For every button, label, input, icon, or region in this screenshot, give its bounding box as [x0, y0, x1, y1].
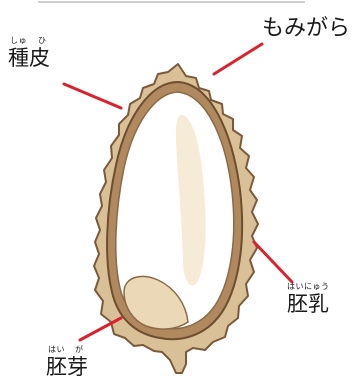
embryo-label: 胚芽 [46, 357, 88, 378]
seed-coat-pointer-line [64, 84, 121, 108]
seed-coat-ruby-2: ひ [38, 37, 47, 45]
husk-label: もみがら [262, 18, 350, 40]
endosperm-ruby: はいにゅう [287, 283, 330, 291]
seed-coat-ruby-1: しゅ [10, 37, 27, 45]
seed-coat-label: 種皮 [8, 48, 50, 69]
endosperm-label: 胚乳 [287, 294, 329, 315]
embryo-ruby-1: はい [48, 346, 65, 354]
husk-pointer-line [214, 44, 262, 74]
endosperm-pointer-line [254, 242, 292, 282]
embryo-ruby-2: が [75, 346, 84, 354]
